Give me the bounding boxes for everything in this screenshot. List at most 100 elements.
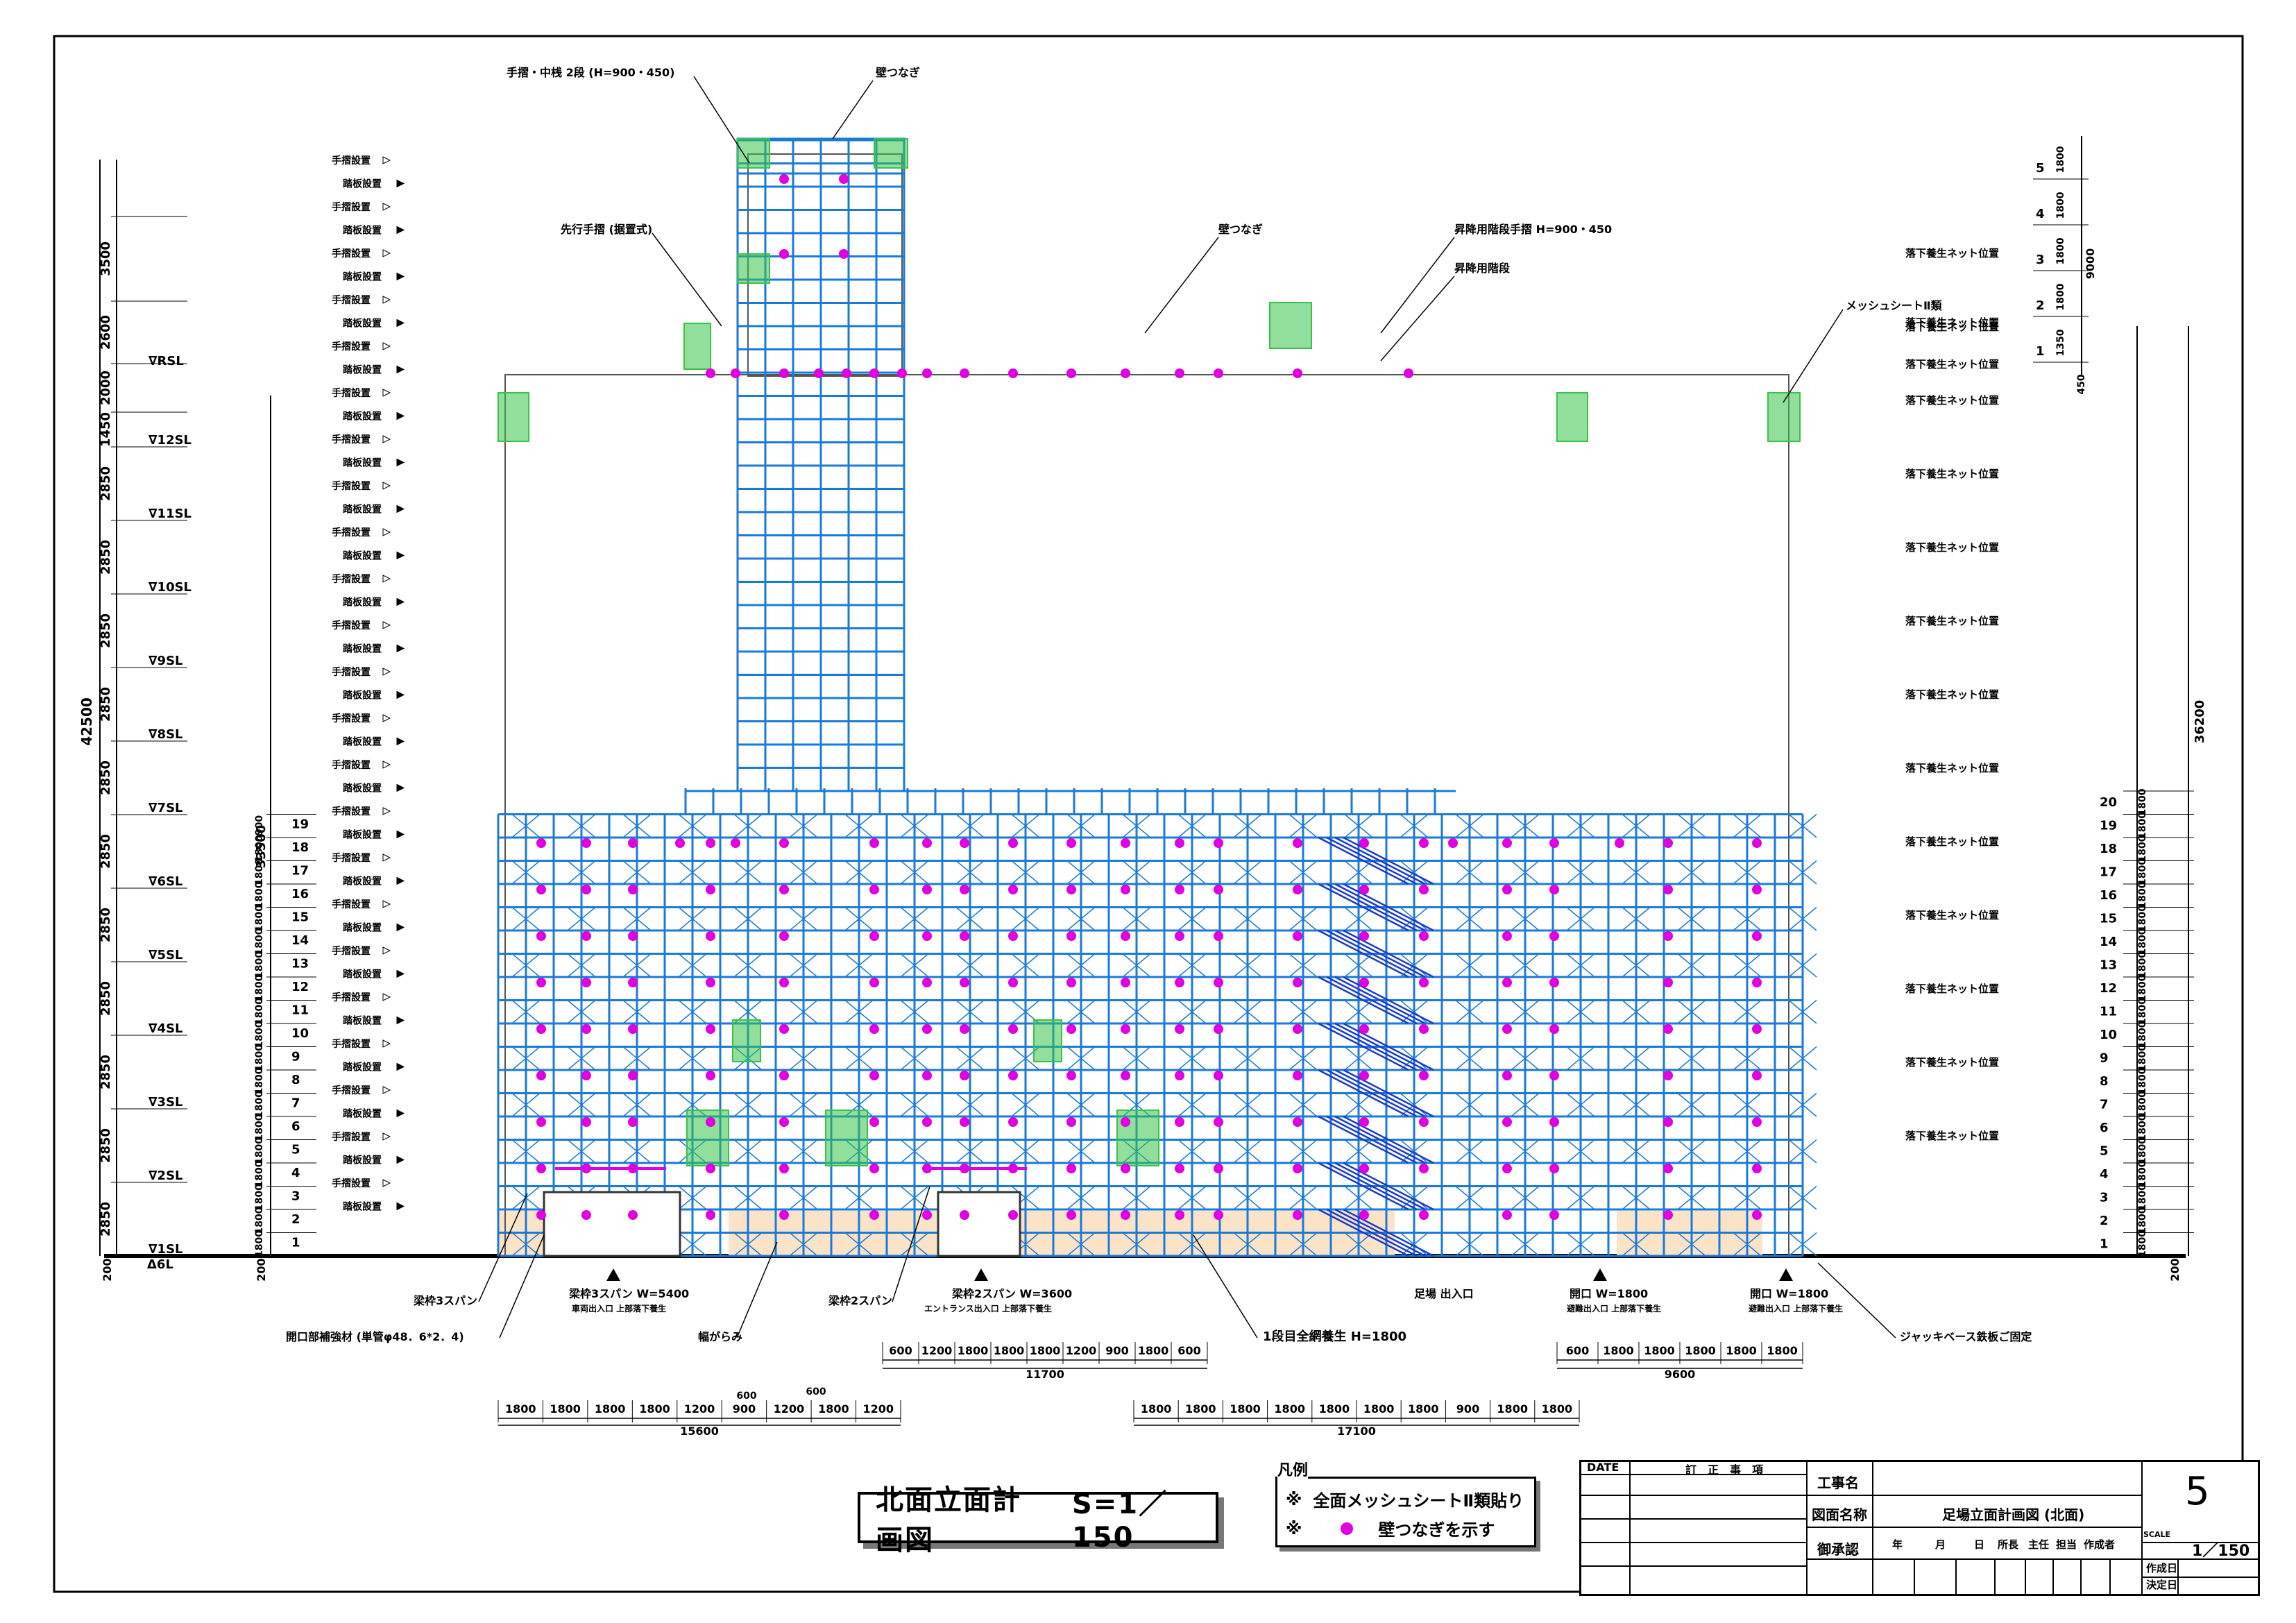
wall-tie-dot — [1419, 885, 1429, 894]
wall-tie-dot — [1214, 1164, 1223, 1173]
floor-level-label: ∇11SL — [148, 507, 192, 521]
rail-marker-icon — [382, 203, 391, 211]
brace — [1566, 860, 1595, 885]
tower-tier-dim: 1800 — [2055, 192, 2066, 219]
wall-tie-dot — [1549, 838, 1559, 848]
wall-tie-dot — [675, 838, 685, 848]
leader-line — [1380, 275, 1455, 362]
wall-tie-dot — [1066, 1071, 1076, 1080]
board-label: 踏板設置 — [343, 1108, 382, 1120]
brace — [1511, 999, 1540, 1024]
right-tier-height-dim: 1800 — [2137, 905, 2148, 932]
stair-stringer — [1318, 836, 1409, 885]
board-label: 踏板設置 — [343, 411, 382, 423]
brace — [1344, 953, 1373, 978]
stair-stringer — [1326, 1162, 1418, 1211]
tower-tier-number: 5 — [2036, 161, 2045, 176]
board-label: 踏板設置 — [343, 550, 382, 562]
wall-tie-dot — [1502, 1117, 1512, 1127]
rail-label: 手摺設置 — [332, 155, 371, 167]
rail-marker-icon — [382, 249, 391, 257]
brace — [678, 860, 707, 885]
brace — [1788, 1092, 1817, 1117]
brace — [622, 1046, 652, 1071]
leader-lines — [478, 76, 1896, 1339]
wall-tie-dot — [1066, 1164, 1076, 1173]
stair-stringer — [1343, 1208, 1434, 1257]
brace — [1122, 860, 1151, 885]
wall-tie-dot — [1175, 1164, 1184, 1173]
wall-tie-dot — [779, 1117, 789, 1127]
tb-drawing-name-label: 図面名称 — [1812, 1506, 1867, 1523]
wall-tie-dot — [1121, 885, 1130, 894]
brace — [1177, 1185, 1207, 1210]
wall-tie-dot — [1359, 1164, 1369, 1173]
wall-tie-dot — [814, 368, 824, 378]
brace — [1233, 813, 1262, 838]
brace — [955, 1139, 985, 1164]
dim-left-value: 1800 — [639, 1402, 670, 1416]
brace — [789, 860, 818, 885]
wall-tie-dot — [1066, 885, 1076, 894]
stair-stringer — [1334, 836, 1426, 885]
stair-stringer — [1334, 1115, 1426, 1164]
drawing-title-box: 北面立面計画図 S=1／150 — [858, 1484, 1218, 1556]
rail-marker-icon — [382, 389, 391, 397]
drawing-title: 北面立面計画図 — [876, 1484, 1021, 1556]
dim-left-total: 15600 — [680, 1425, 719, 1438]
brace — [1733, 1046, 1762, 1071]
gl-offset-left: 200 — [101, 1258, 114, 1281]
wall-tie-dot — [1502, 1071, 1512, 1080]
level-height-dim: 3500 — [99, 241, 113, 276]
wall-tie-dot — [1419, 1024, 1429, 1034]
rail-marker-icon — [382, 853, 391, 862]
wall-tie-dot — [839, 174, 849, 184]
callout-wall-tie-mid: 壁つなぎ — [1218, 223, 1263, 236]
board-label: 踏板設置 — [343, 1201, 382, 1213]
rail-label: 手摺設置 — [332, 945, 371, 957]
right-tier-height-dim: 1800 — [2137, 1044, 2148, 1071]
wall-tie-dot — [1359, 1024, 1369, 1034]
net-position-label: 落下養生ネット位置 — [1905, 983, 1999, 995]
level-height-dim: 1450 — [99, 412, 113, 447]
brace — [567, 813, 596, 838]
callout-top-rail: 手摺・中桟 2段 (H=900・450) — [507, 66, 675, 79]
board-label: 踏板設置 — [343, 876, 382, 887]
brace — [1066, 813, 1096, 838]
brace — [567, 860, 596, 885]
wall-tie-dot — [842, 368, 851, 378]
dim-left-value: 1200 — [684, 1402, 715, 1416]
mesh-patch-0 — [737, 138, 770, 169]
brace — [1122, 813, 1151, 838]
rail-label: 手摺設置 — [332, 294, 371, 306]
floor-level-label: ∇1SL — [148, 1242, 183, 1257]
wall-tie-dot — [1752, 978, 1762, 987]
tier-number-left: 11 — [291, 1003, 309, 1018]
brace — [1788, 1185, 1817, 1210]
board-marker-icon — [396, 1062, 405, 1071]
legend-mark-1: ※ — [1286, 1489, 1302, 1509]
brace — [1733, 1139, 1762, 1164]
mesh-patch-4 — [1269, 302, 1312, 349]
wall-tie-dot — [1549, 1210, 1559, 1220]
brace — [733, 1092, 763, 1117]
dim-mid-value: 1800 — [1319, 1402, 1350, 1416]
brace — [622, 1092, 652, 1117]
wall-tie-dot — [1121, 1164, 1130, 1173]
brace — [1788, 1232, 1817, 1257]
tower-tier-number: 4 — [2036, 207, 2045, 221]
brace — [1788, 813, 1817, 838]
tier-height-dim: 1800 — [254, 1067, 265, 1094]
wall-tie-dot — [1549, 931, 1559, 941]
brace — [789, 1185, 818, 1210]
brace — [1566, 1185, 1595, 1210]
brace — [1733, 1185, 1762, 1210]
wall-tie-dot — [960, 1024, 969, 1034]
brace — [1622, 953, 1651, 978]
wall-tie-dot — [1008, 1071, 1018, 1080]
wall-tie-dot — [1663, 885, 1673, 894]
net-position-label: 落下養生ネット位置 — [1905, 835, 1999, 848]
legend-text-tie: 壁つなぎを示す — [1378, 1520, 1495, 1540]
stair-stringer — [1326, 976, 1418, 1025]
